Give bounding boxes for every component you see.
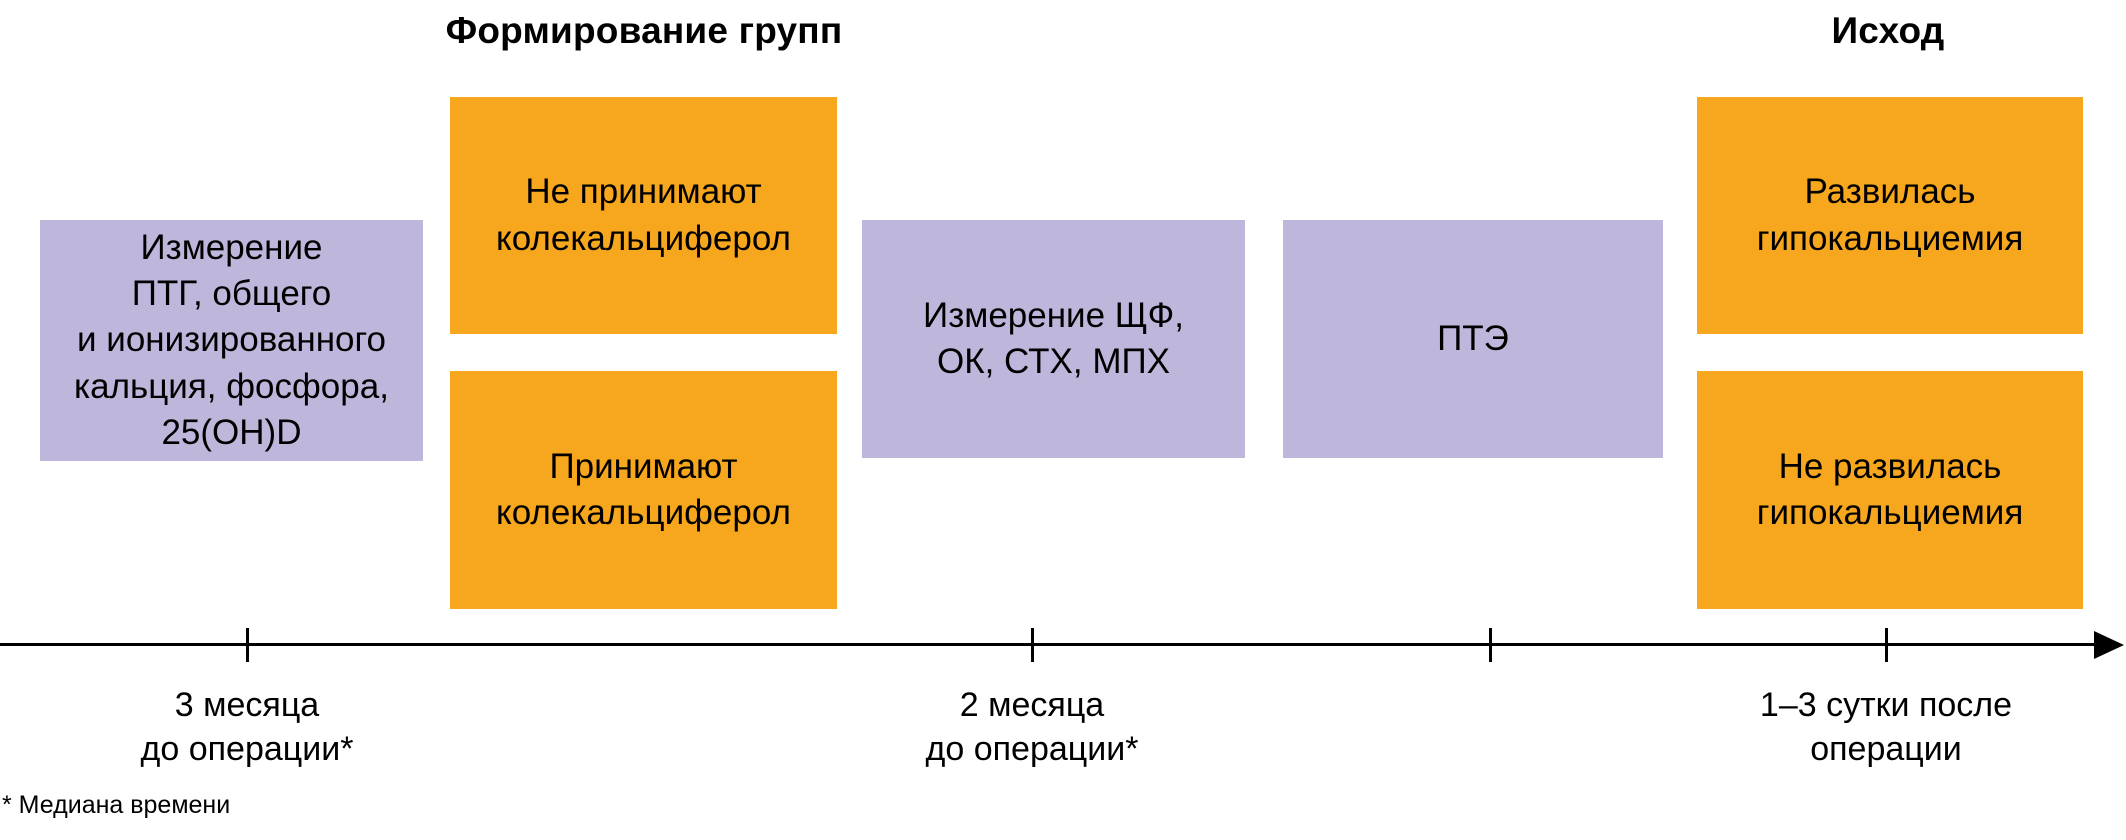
box-baseline-measurement: Измерение ПТГ, общего и ионизированного … [40,220,423,461]
timeline-tick-1 [246,628,249,662]
timeline-label-1-3-days-after: 1–3 сутки после операции [1759,686,2013,768]
timeline-tick-4 [1885,628,1888,662]
timeline-tick-3 [1489,628,1492,662]
header-group-formation: Формирование групп [445,10,843,51]
timeline-tick-2 [1031,628,1034,662]
box-hypocalcemia-not-developed: Не развилась гипокальциемия [1697,371,2083,609]
box-no-cholecalciferol-group: Не принимают колекальциферол [450,97,837,334]
box-hypocalcemia-developed: Развилась гипокальциемия [1697,97,2083,334]
timeline-label-3-months-before: 3 месяца до операции* [140,686,354,768]
timeline-axis [0,643,2100,646]
box-cholecalciferol-group: Принимают колекальциферол [450,371,837,609]
header-outcome: Исход [1831,10,1945,51]
timeline-arrowhead-icon [2094,631,2124,659]
box-surgery-pte: ПТЭ [1283,220,1663,458]
footnote-median-time: * Медиана времени [2,791,231,819]
timeline-label-2-months-before: 2 месяца до операции* [925,686,1139,768]
box-preop-measurement: Измерение ЩФ, ОК, СТХ, МПХ [862,220,1245,458]
